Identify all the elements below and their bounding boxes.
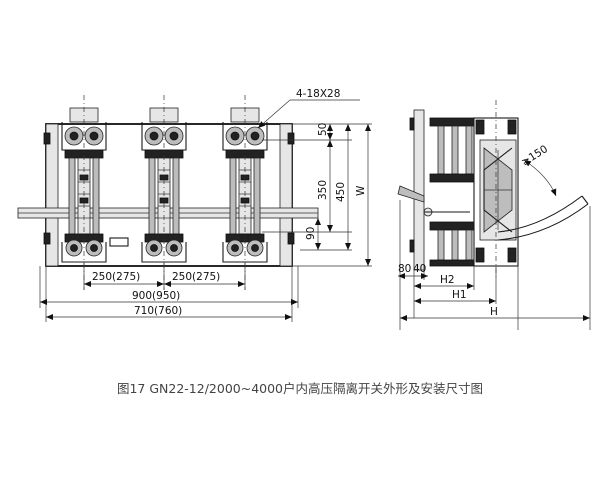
dim-overall-width: 710(760) xyxy=(134,305,182,317)
side-insulator-bottom xyxy=(429,221,475,267)
front-view: 4-18X28 50 350 90 450 W 250(275) 2 xyxy=(17,88,372,322)
name-plate xyxy=(109,237,129,247)
mount-hole-icon xyxy=(43,232,51,245)
operating-crank xyxy=(397,185,425,203)
side-view: ≥150 80 40 H2 H1 H xyxy=(397,100,591,330)
dim-h2: H2 xyxy=(440,274,455,286)
dim-angle: ≥150 xyxy=(519,143,550,168)
side-base-plate xyxy=(413,109,425,271)
side-insulator-top xyxy=(429,117,475,183)
figure-caption: 图17 GN22-12/2000~4000户内高压隔离开关外形及安装尺寸图 xyxy=(117,381,483,396)
hole-spec-label: 4-18X28 xyxy=(296,88,340,100)
left-end-plate xyxy=(45,123,59,267)
dim-height-450: 450 xyxy=(335,182,347,202)
dim-bottom-offset: 90 xyxy=(305,227,317,240)
mount-hole-icon xyxy=(287,132,295,145)
mount-hole-icon xyxy=(43,132,51,145)
dim-phase-pitch-1: 250(275) xyxy=(92,271,140,283)
dim-top-offset: 50 xyxy=(317,123,329,136)
dim-height-350: 350 xyxy=(317,180,329,200)
mount-hole-icon xyxy=(287,232,295,245)
dim-h: H xyxy=(490,306,498,318)
dim-mount-span: 900(950) xyxy=(132,290,180,302)
dim-height-w: W xyxy=(355,185,367,196)
dim-b80: 80 xyxy=(398,263,411,275)
dim-b40: 40 xyxy=(413,263,426,275)
right-end-plate xyxy=(279,123,293,267)
dim-phase-pitch-2: 250(275) xyxy=(172,271,220,283)
dim-h1: H1 xyxy=(452,289,467,301)
